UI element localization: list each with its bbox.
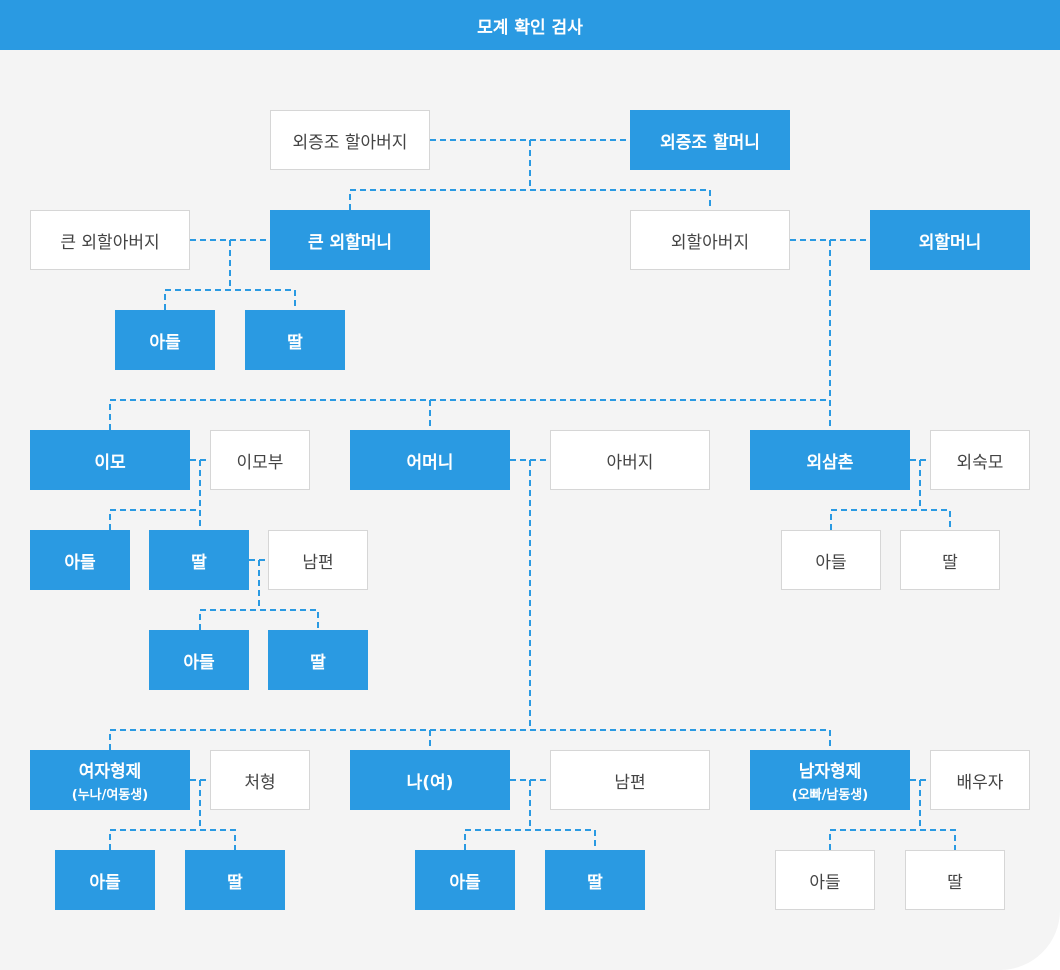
- node-uncle-daughter: 딸: [900, 530, 1000, 590]
- node-my-husband: 남편: [550, 750, 710, 810]
- node-brother-daughter: 딸: [905, 850, 1005, 910]
- connector: [109, 399, 831, 430]
- node-sister-daughter: 딸: [185, 850, 285, 910]
- connector: [199, 609, 319, 630]
- node-brother-subtitle: (오빠/남동생): [791, 788, 869, 803]
- node-great-grandmother: 외증조 할머니: [630, 110, 790, 170]
- node-great-aunt-son: 아들: [115, 310, 215, 370]
- connector: [109, 509, 201, 530]
- node-grandmother: 외할머니: [870, 210, 1030, 270]
- node-my-son: 아들: [415, 850, 515, 910]
- node-father: 아버지: [550, 430, 710, 490]
- connector: [464, 829, 596, 850]
- node-sister-son: 아들: [55, 850, 155, 910]
- node-uncle-son: 아들: [781, 530, 881, 590]
- node-sister: 여자형제 (누나/여동생): [30, 750, 190, 810]
- page-header: 모계 확인 검사: [0, 0, 1060, 50]
- node-great-aunt-daughter: 딸: [245, 310, 345, 370]
- node-cousin-husband: 남편: [268, 530, 368, 590]
- node-brother-wife: 배우자: [930, 750, 1030, 810]
- family-tree-diagram: 외증조 할아버지 외증조 할머니 큰 외할아버지 큰 외할머니 외할아버지 외할…: [0, 50, 1060, 970]
- node-brother-son: 아들: [775, 850, 875, 910]
- node-mother: 어머니: [350, 430, 510, 490]
- connector-lines: [109, 139, 956, 850]
- connector: [109, 729, 831, 750]
- node-aunt-son: 아들: [30, 530, 130, 590]
- node-sister-husband: 처형: [210, 750, 310, 810]
- node-brother: 남자형제 (오빠/남동생): [750, 750, 910, 810]
- connector: [164, 289, 296, 310]
- connector: [830, 509, 951, 530]
- connector: [109, 829, 236, 850]
- node-uncle-wife: 외숙모: [930, 430, 1030, 490]
- node-grandfather: 외할아버지: [630, 210, 790, 270]
- node-great-aunt: 큰 외할머니: [270, 210, 430, 270]
- node-sister-subtitle: (누나/여동생): [71, 788, 149, 803]
- node-cousin-son: 아들: [149, 630, 249, 690]
- node-great-uncle: 큰 외할아버지: [30, 210, 190, 270]
- node-great-grandfather: 외증조 할아버지: [270, 110, 430, 170]
- page-title: 모계 확인 검사: [477, 17, 583, 38]
- node-me: 나(여): [350, 750, 510, 810]
- connector: [829, 829, 956, 850]
- node-my-daughter: 딸: [545, 850, 645, 910]
- node-aunt-daughter: 딸: [149, 530, 249, 590]
- node-uncle: 외삼촌: [750, 430, 910, 490]
- node-cousin-daughter: 딸: [268, 630, 368, 690]
- node-aunt: 이모: [30, 430, 190, 490]
- node-aunt-husband: 이모부: [210, 430, 310, 490]
- connector: [349, 189, 711, 210]
